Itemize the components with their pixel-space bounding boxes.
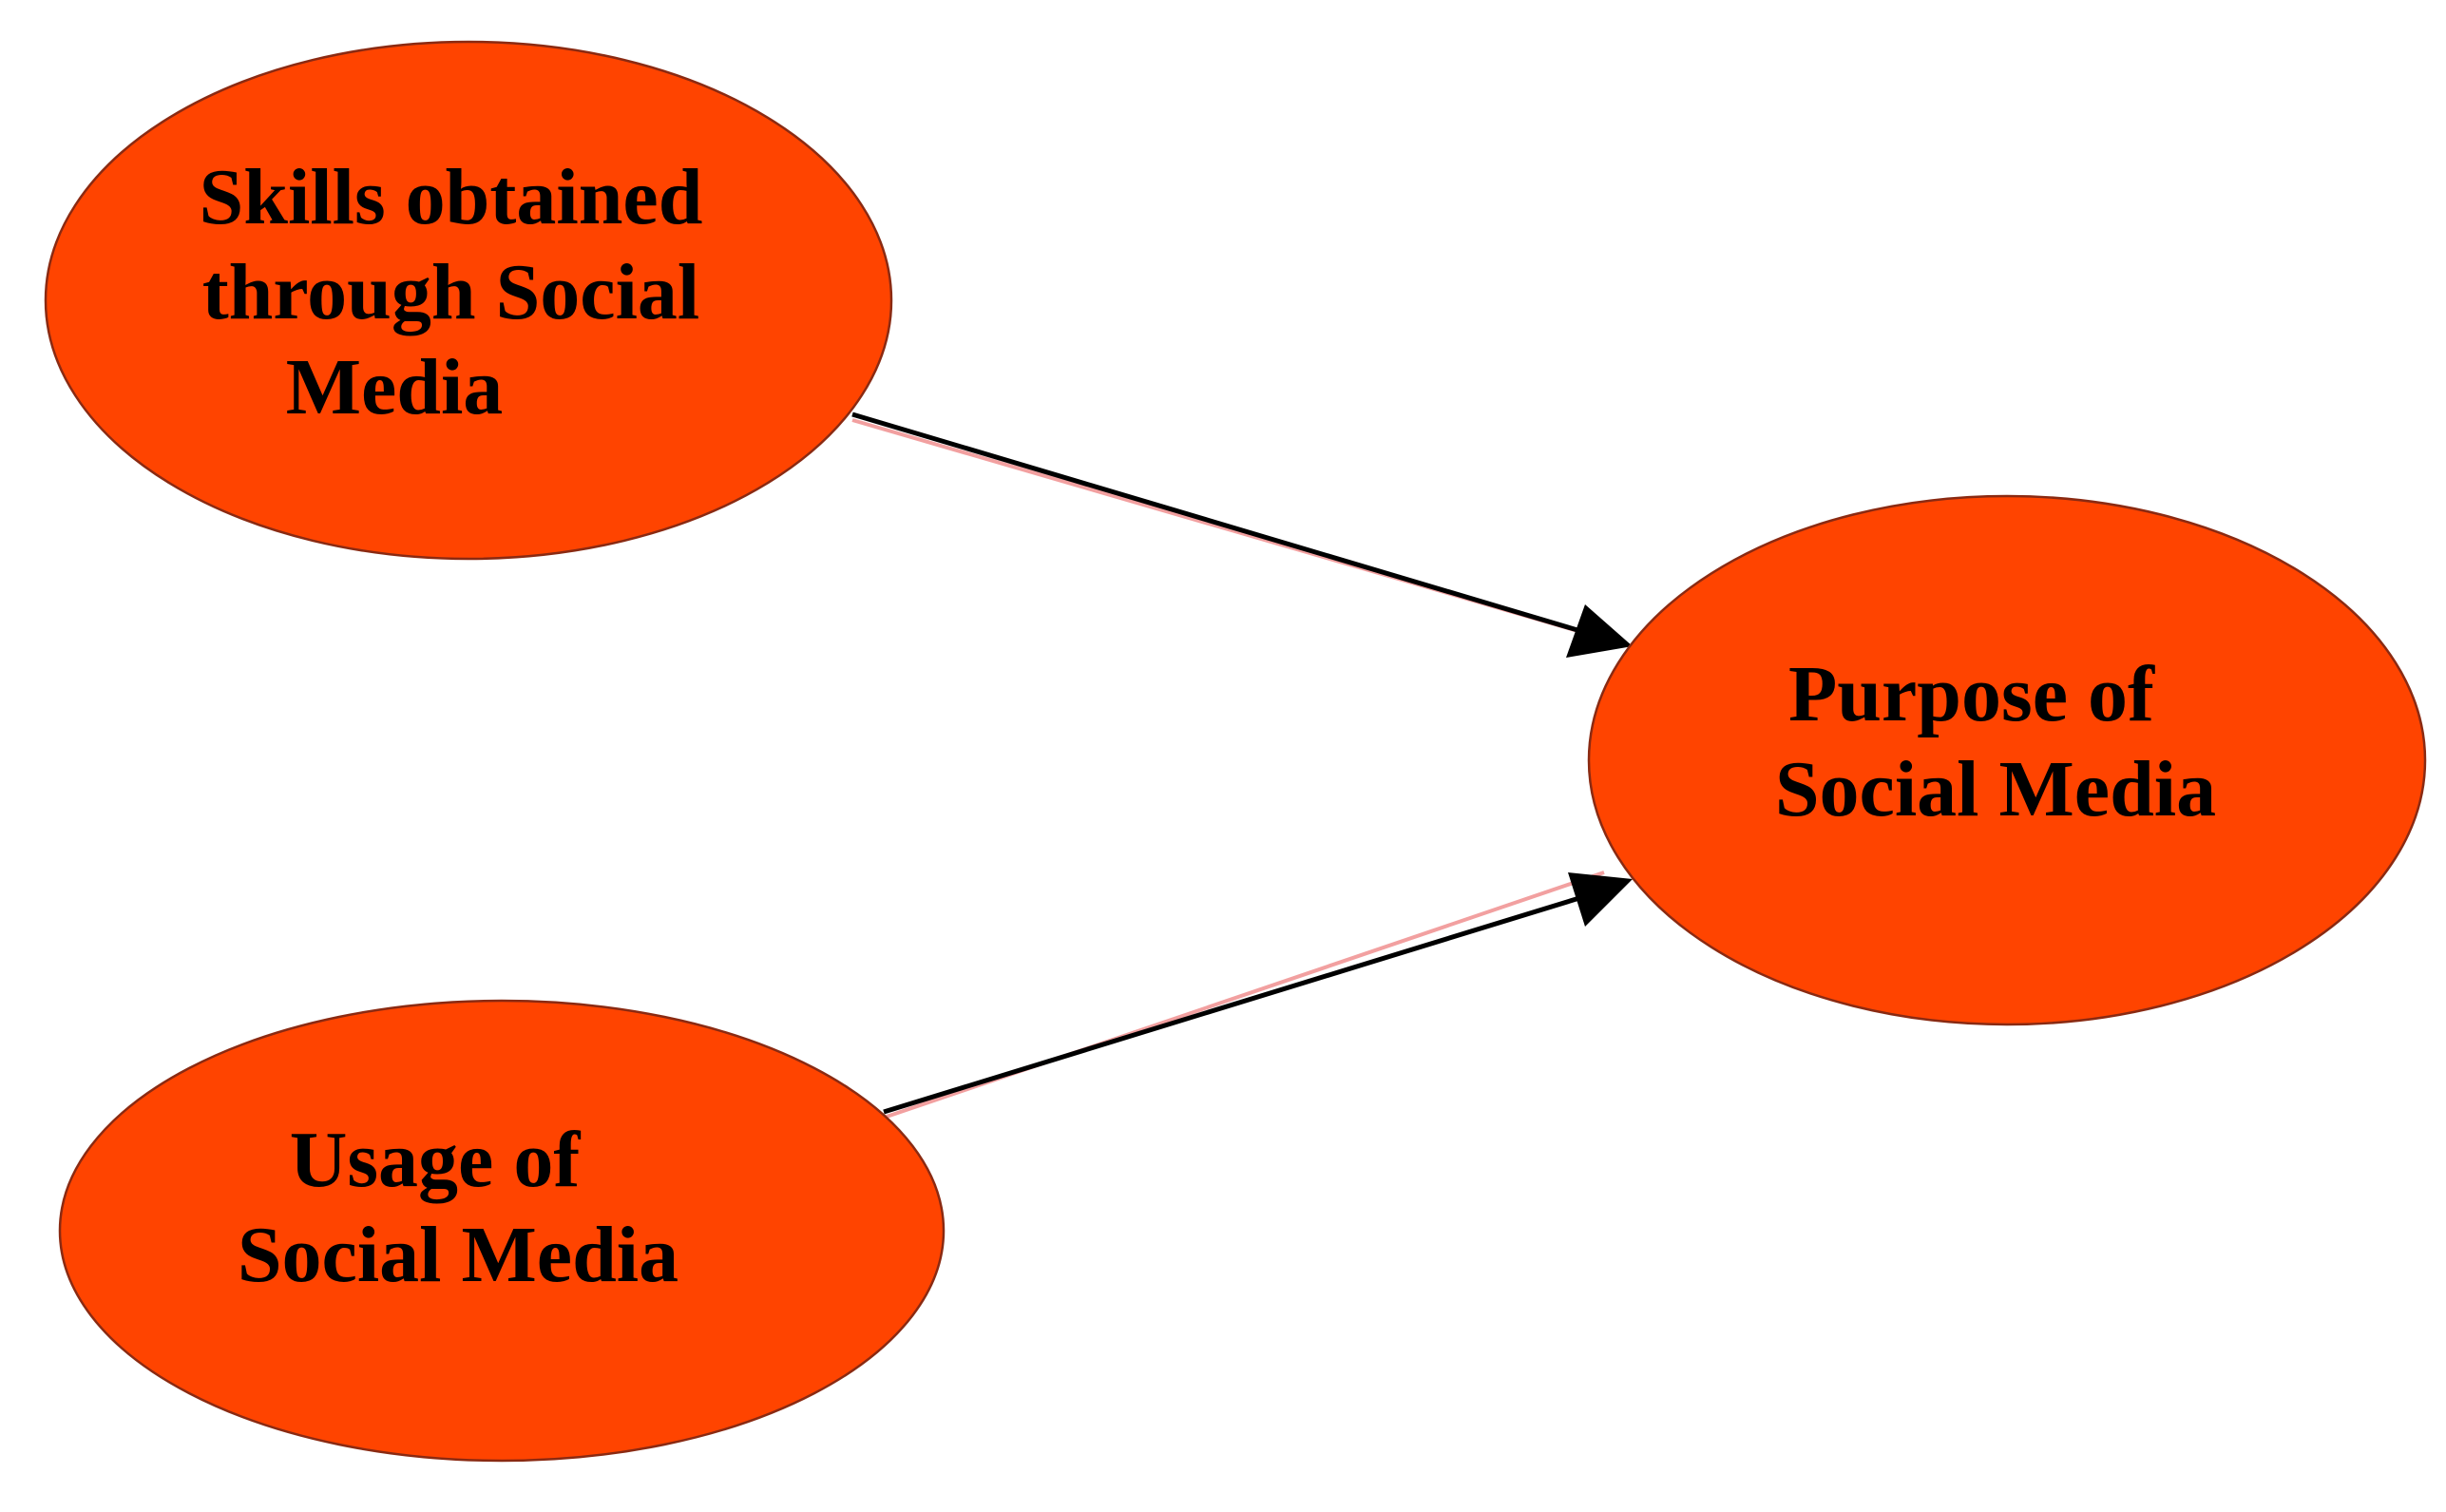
- edge-skills-to-purpose: [851, 411, 1633, 658]
- node-usage: Usage of Social Media: [58, 999, 946, 1463]
- arrowhead-icon: [1568, 872, 1633, 927]
- node-skills: Skills obtained through Social Media: [44, 40, 893, 561]
- node-label-line: Skills obtained: [200, 153, 703, 241]
- edge-usage-to-purpose: [883, 871, 1633, 1120]
- arrowhead-icon: [1566, 604, 1633, 658]
- svg-text:Skills obtained through: Skills obtained through Social Media: [200, 153, 723, 431]
- node-label-line: Media: [286, 343, 504, 431]
- edge-line: [883, 895, 1580, 1115]
- node-ellipse: [58, 999, 946, 1463]
- svg-text:Usage of Social Media: Usage of Social Media: [238, 1116, 678, 1299]
- node-label-line: Social Media: [1775, 745, 2216, 833]
- node-purpose: Purpose of Social Media: [1587, 494, 2427, 1026]
- node-label-line: Usage of: [290, 1116, 582, 1204]
- svg-text:Purpose of Social Media: Purpose of Social Media: [1775, 650, 2216, 833]
- node-label-line: through Social: [202, 248, 700, 336]
- node-ellipse: [44, 40, 893, 561]
- node-label-line: Social Media: [238, 1211, 678, 1299]
- node-label-line: Purpose of: [1788, 650, 2155, 738]
- node-ellipse: [1587, 494, 2427, 1026]
- edge-line: [851, 411, 1578, 633]
